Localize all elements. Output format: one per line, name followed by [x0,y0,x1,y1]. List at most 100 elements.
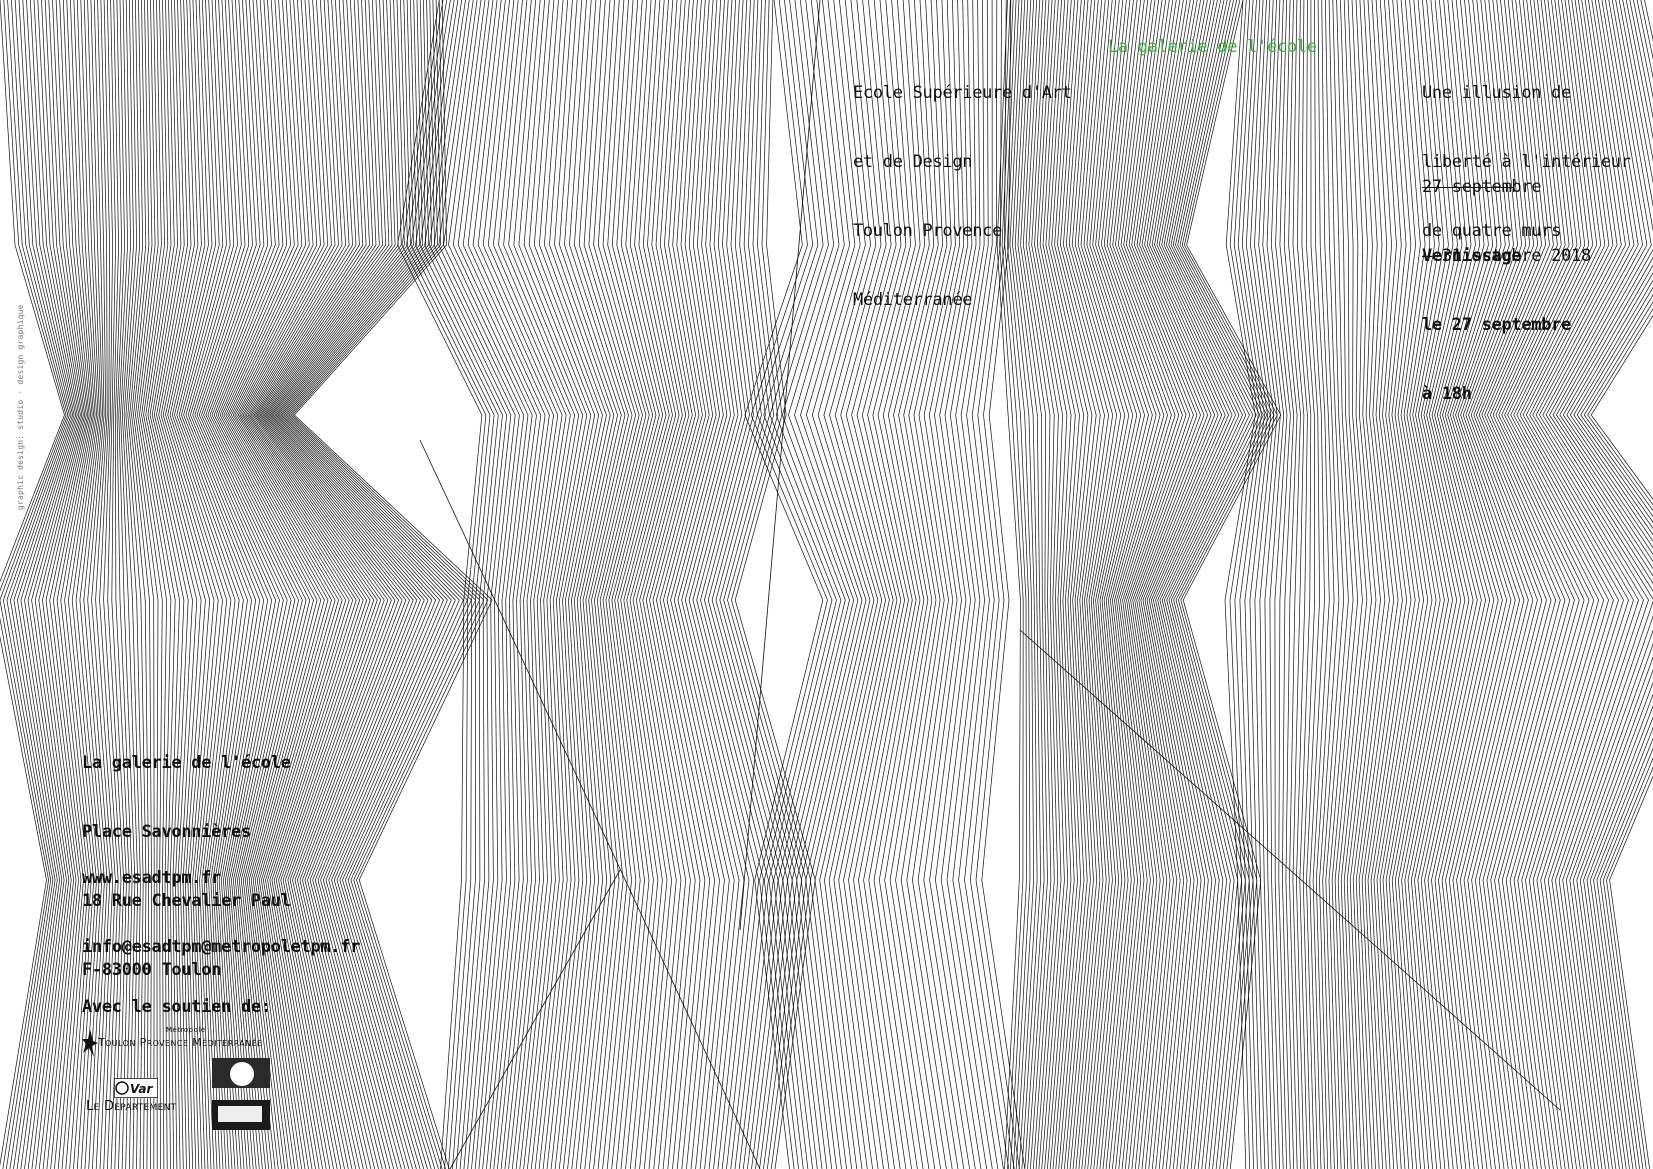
star-icon [82,1029,98,1057]
pattern-line [863,0,921,1169]
var-badge-text: Var [130,1082,153,1096]
pattern-line [1036,0,1072,1169]
pattern-line [1516,0,1619,1169]
pattern-line [1164,0,1254,1169]
pattern-line [1559,0,1653,1169]
pattern-line [744,0,824,1169]
pattern-line [727,0,807,1169]
pattern-line [215,0,314,1169]
pattern-line [438,0,520,1169]
pattern-line [617,0,667,1169]
website-link[interactable]: www.esadtpm.fr [82,868,222,888]
gallery-address: La galerie de l'école Place Savonnières … [82,706,291,1005]
pattern-line [1309,0,1325,1169]
pattern-line [236,0,354,1169]
pattern-line [419,0,503,1169]
var-department-logo: Var Le Département [84,1078,194,1118]
pattern-line [223,0,329,1169]
pattern-line [1510,0,1609,1169]
pattern-line [1391,0,1445,1169]
vernissage-line-3: à 18h [1422,384,1472,404]
pattern-line [659,0,720,1169]
pattern-line [593,0,643,1169]
pattern-line [533,0,600,1169]
pattern-line [1161,0,1250,1169]
pattern-line [1115,0,1180,1169]
pattern-line [828,0,890,1169]
pattern-line [853,0,912,1169]
pattern-line [95,0,116,1169]
pattern-line [707,0,784,1169]
pattern-line [1417,0,1478,1169]
pattern-line [1022,0,1055,1169]
pattern-line [487,0,563,1169]
pattern-line [1398,0,1453,1169]
pattern-line [227,0,336,1169]
prefecture-wordmark-icon [218,1106,262,1122]
pattern-line [83,0,108,1169]
exhibition-title: Une illusion de liberté à l'intérieur de… [1422,36,1631,266]
pattern-line [185,0,261,1169]
pattern-line [787,0,855,1169]
pattern-line [1542,0,1653,1169]
pattern-line [1229,0,1259,1169]
pattern-line [1529,0,1639,1169]
pattern-line [791,0,859,1169]
pattern-line [467,0,546,1169]
pattern-line [1262,0,1285,1169]
pattern-line [165,0,223,1169]
pattern-line [1270,0,1291,1169]
pattern-line [1532,0,1644,1169]
pattern-line [639,0,691,1169]
email-link[interactable]: info@esadtpm@metropoletpm.fr [82,937,361,957]
pattern-line [1470,0,1543,1169]
pattern-line [0,0,67,1169]
pattern-line [203,0,292,1169]
metropole-small-label: Métropole [166,1026,206,1034]
pattern-line [1065,0,1114,1169]
pattern-line [1410,0,1470,1169]
pattern-line [1407,0,1466,1169]
pattern-line [153,0,202,1169]
pattern-line [1080,0,1134,1169]
pattern-line [141,0,176,1169]
pattern-line [229,0,339,1169]
gallery-title: La galerie de l'école [1108,37,1317,57]
pattern-line [1089,0,1145,1169]
pattern-line [260,0,410,1169]
pattern-line [156,0,206,1169]
vernissage-line-2: le 27 septembre [1422,315,1572,335]
pattern-line [1103,0,1165,1169]
pattern-line [900,0,952,1169]
pattern-line [258,0,403,1169]
pattern-line [1266,0,1288,1169]
pattern-line [1098,0,1157,1169]
pattern-line [518,0,588,1169]
pattern-line [940,0,988,1169]
pattern-line [120,0,139,1169]
pattern-line [1020,0,1052,1169]
pattern-line [946,0,993,1169]
date-line-2: — 31 octobre 2018 [1422,246,1591,266]
pattern-line [649,0,706,1169]
pattern-line [1148,0,1229,1169]
pattern-line [1006,0,1034,1169]
pattern-line [1522,0,1629,1169]
pattern-line [696,0,769,1169]
pattern-line [1566,0,1653,1169]
pattern-line [268,0,429,1169]
pattern-line [964,0,1010,1169]
pattern-line [843,0,902,1169]
pattern-line [176,0,244,1169]
pattern-line [1279,0,1298,1169]
pattern-line [1552,0,1653,1169]
pattern-line [868,0,926,1169]
pattern-line [472,0,550,1169]
pattern-line [1473,0,1547,1169]
pattern-line [1031,0,1065,1169]
pattern-line [3,0,70,1169]
pattern-line [20,0,78,1169]
pattern-line [424,0,508,1169]
pattern-line [158,0,211,1169]
